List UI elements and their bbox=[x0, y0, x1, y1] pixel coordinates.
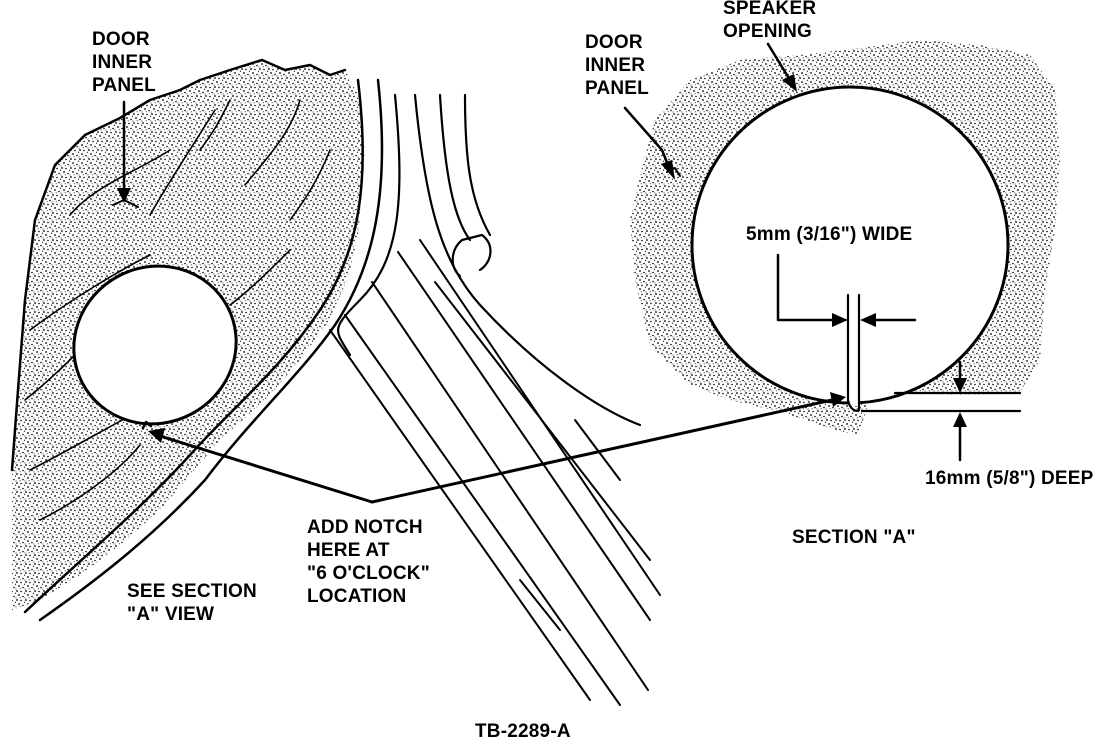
left-panel-ridge-3 bbox=[244, 99, 301, 186]
label-line: OPENING bbox=[723, 21, 813, 42]
left-speaker-opening bbox=[72, 264, 238, 426]
speaker-opening-leader bbox=[766, 42, 792, 82]
right-door-inner-panel-label: DOOR INNER PANEL bbox=[585, 31, 649, 100]
depth-arrow-top bbox=[953, 378, 967, 393]
label-line: "A" VIEW bbox=[127, 604, 215, 625]
diag-line-4 bbox=[397, 251, 651, 621]
diag-line-3 bbox=[371, 281, 649, 691]
label-line: SPEAKER bbox=[723, 0, 817, 19]
figure-id: TB-2289-A bbox=[475, 721, 571, 742]
left-notch-mark bbox=[141, 420, 153, 430]
width-callout-label: 5mm (3/16") WIDE bbox=[746, 224, 913, 245]
label-line: INNER bbox=[92, 52, 153, 73]
label-line: PANEL bbox=[92, 75, 156, 96]
see-section-label: SEE SECTION "A" VIEW bbox=[127, 580, 257, 626]
label-line: "6 O'CLOCK" bbox=[307, 563, 430, 584]
add-notch-arrow-right bbox=[830, 392, 846, 407]
left-panel-tick bbox=[112, 199, 139, 208]
add-notch-leader-right bbox=[370, 398, 834, 504]
label-line: PANEL bbox=[585, 78, 649, 99]
left-panel-ridge-2 bbox=[149, 109, 216, 216]
width-arrow-left bbox=[832, 313, 848, 327]
add-notch-leader-left bbox=[158, 434, 374, 504]
trim-tube bbox=[451, 233, 492, 278]
label-line: DOOR bbox=[585, 32, 643, 53]
speaker-opening-label: SPEAKER OPENING bbox=[723, 0, 816, 43]
speaker-opening-arrow bbox=[782, 74, 797, 92]
label-line: DOOR bbox=[92, 29, 150, 50]
section-a-title: SECTION "A" bbox=[792, 527, 916, 548]
section-a-notch bbox=[849, 296, 859, 406]
label-line: SEE SECTION bbox=[127, 581, 257, 602]
left-panel-leader-arrow bbox=[117, 188, 131, 203]
depth-callout-label: 16mm (5/8") DEEP bbox=[925, 468, 1094, 489]
diag-line-1 bbox=[329, 329, 591, 701]
left-panel-ridge-4 bbox=[199, 99, 231, 151]
diag-line-7 bbox=[519, 579, 561, 631]
diag-line-6 bbox=[434, 281, 651, 561]
left-panel-ridge-5 bbox=[289, 149, 331, 221]
door-frame-line-1 bbox=[23, 78, 364, 614]
width-leader bbox=[776, 253, 840, 322]
right-panel-tick bbox=[666, 167, 681, 177]
right-panel-leader-arrow bbox=[661, 160, 675, 180]
trim-curve-3 bbox=[438, 93, 472, 242]
diag-line-2 bbox=[344, 314, 621, 706]
trim-curve-4 bbox=[463, 93, 492, 237]
left-panel-ridge-10 bbox=[229, 249, 291, 306]
left-panel-ridge-7 bbox=[24, 354, 76, 401]
add-notch-arrow-left bbox=[148, 428, 165, 443]
left-panel-ridge-6 bbox=[29, 254, 151, 331]
diag-line-8 bbox=[574, 419, 621, 481]
width-arrow-right bbox=[860, 313, 876, 327]
trim-curve-1 bbox=[337, 93, 401, 357]
depth-arrow-bottom bbox=[953, 412, 967, 427]
left-door-inner-panel-label: DOOR INNER PANEL bbox=[92, 28, 156, 97]
label-line: INNER bbox=[585, 55, 646, 76]
notch-bottom bbox=[846, 398, 861, 412]
label-line: HERE AT bbox=[307, 540, 390, 561]
trim-curve-2 bbox=[413, 93, 642, 427]
add-notch-label: ADD NOTCH HERE AT "6 O'CLOCK" LOCATION bbox=[307, 516, 430, 608]
door-frame-line-2 bbox=[38, 78, 384, 622]
left-panel-ridge-9 bbox=[39, 444, 141, 521]
left-panel-ridge-1 bbox=[69, 149, 171, 216]
left-panel-edge bbox=[10, 58, 347, 472]
label-line: ADD NOTCH bbox=[307, 517, 423, 538]
label-line: LOCATION bbox=[307, 586, 407, 607]
